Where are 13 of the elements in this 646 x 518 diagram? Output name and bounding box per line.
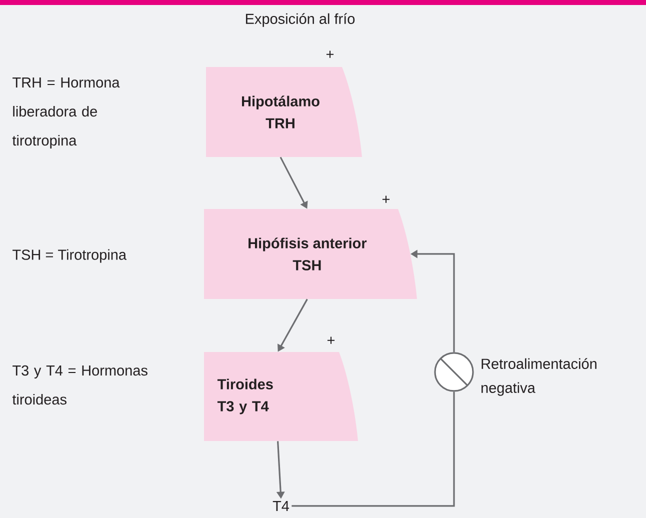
plus-sign: + bbox=[382, 196, 390, 203]
definition-label: TRH = Hormona liberadora de tirotropina bbox=[12, 78, 120, 148]
heading-label: Exposición al frío bbox=[246, 13, 355, 27]
output-label: T4 bbox=[272, 501, 290, 511]
process-box: Tiroides T3 y T4 bbox=[204, 352, 358, 441]
process-box: Hipófisis anterior TSH bbox=[204, 208, 417, 299]
side-note: Retroalimentación negativa bbox=[482, 358, 596, 396]
plus-sign: + bbox=[326, 50, 334, 58]
definition-label: TSH = Tirotropina bbox=[12, 249, 126, 263]
definition-label: T3 y T4 = Hormonas tiroideas bbox=[12, 365, 148, 405]
inhibition-symbol bbox=[434, 352, 474, 392]
plus-sign: + bbox=[327, 336, 335, 344]
process-box: Hipotálamo TRH bbox=[206, 66, 362, 157]
